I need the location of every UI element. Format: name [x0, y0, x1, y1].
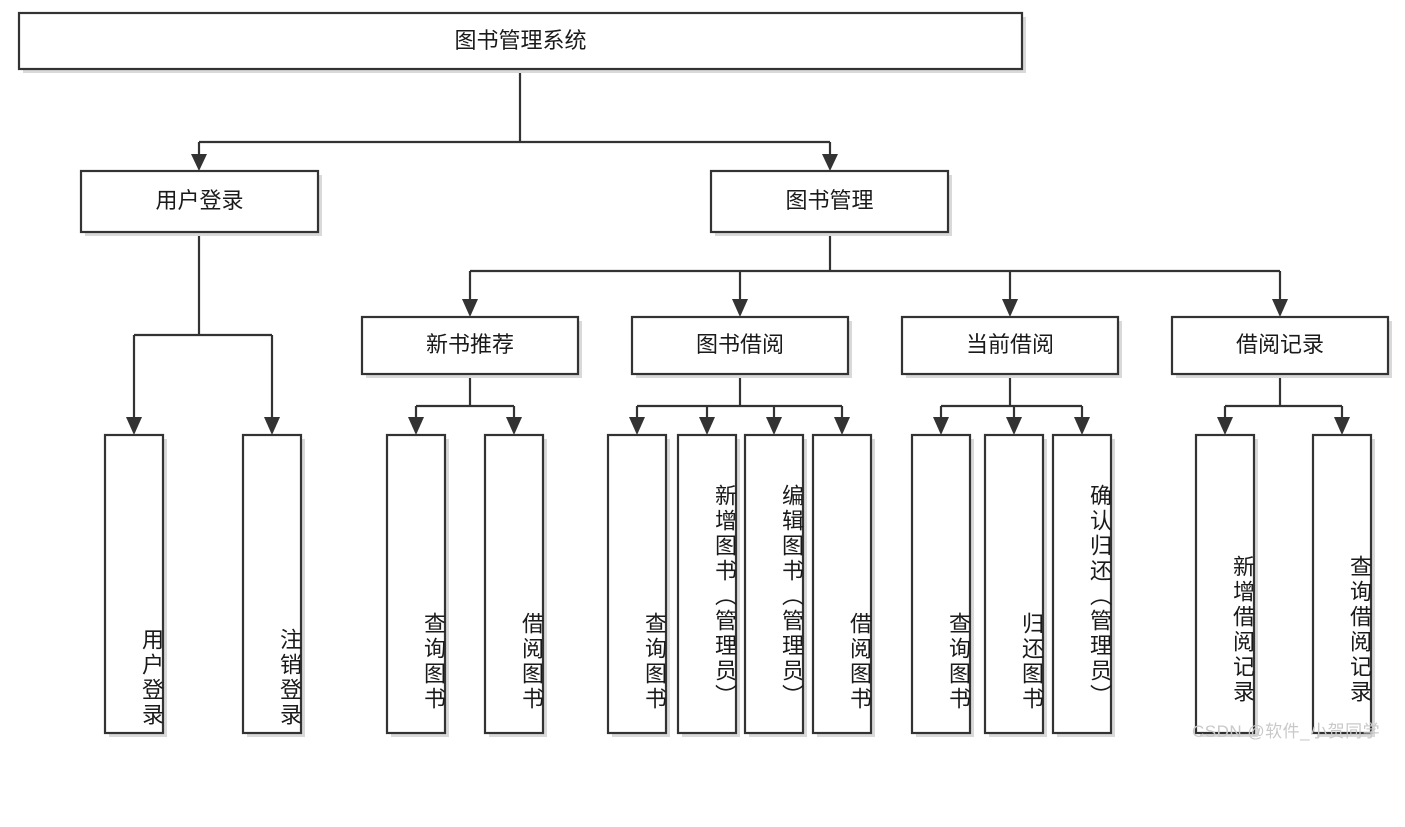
node-root-rect	[17, 11, 1024, 71]
leaf-query-book-rec-rect[interactable]	[385, 433, 447, 735]
connector-group-book-borrow	[629, 374, 850, 435]
node-root[interactable]: 图书管理系统	[17, 11, 1026, 73]
node-user-login-label: 用户登录	[155, 188, 243, 213]
arrow-head-leaf-add-book	[699, 417, 715, 435]
arrow-head-user-login	[191, 154, 207, 171]
arrow-head-book-borrow	[732, 299, 748, 317]
node-root-label: 图书管理系统	[454, 28, 586, 53]
node-borrow-record[interactable]: 借阅记录	[1170, 315, 1392, 378]
leaf-borrow-book-rec-rect[interactable]	[483, 433, 545, 735]
leaf-user-login-rect[interactable]	[103, 433, 165, 735]
node-new-book-rec-label: 新书推荐	[426, 332, 514, 357]
connector-group-user-login	[126, 232, 280, 435]
node-book-borrow[interactable]: 图书借阅	[630, 315, 852, 378]
leaf-return-book-rect[interactable]	[983, 433, 1045, 735]
node-book-manage-rect	[709, 169, 950, 234]
arrow-head-leaf-edit-book	[766, 417, 782, 435]
arrow-head-leaf-user-logout	[264, 417, 280, 435]
leaf-query-book-rect[interactable]	[606, 433, 668, 735]
leaf-add-book-rect[interactable]	[676, 433, 738, 735]
arrow-head-leaf-query-book-rec	[408, 417, 424, 435]
arrow-head-leaf-borrow-book-rec	[506, 417, 522, 435]
node-current-borrow[interactable]: 当前借阅	[900, 315, 1122, 378]
leaf-edit-book-rect[interactable]	[743, 433, 805, 735]
connector-group-current-borrow	[933, 374, 1090, 435]
leaf-user-logout-rect[interactable]	[241, 433, 303, 735]
node-current-borrow-label: 当前借阅	[966, 332, 1054, 357]
leaf-query-record-rect[interactable]	[1311, 433, 1373, 735]
leaf-add-record-rect[interactable]	[1194, 433, 1256, 735]
flowchart-svg: 图书管理系统 用户登录 图书管理 新书推荐 图书借阅 当前借阅	[17, 11, 1392, 737]
node-new-book-rec[interactable]: 新书推荐	[360, 315, 582, 378]
arrow-head-leaf-query-book	[629, 417, 645, 435]
node-current-borrow-rect	[900, 315, 1120, 376]
arrow-head-borrow-record	[1272, 299, 1288, 317]
flowchart-diagram: 图书管理系统 用户登录 图书管理 新书推荐 图书借阅 当前借阅	[17, 11, 1392, 741]
leaf-borrow-book-rect[interactable]	[811, 433, 873, 735]
arrow-head-leaf-add-record	[1217, 417, 1233, 435]
arrow-head-book-manage	[822, 154, 838, 171]
arrow-head-current-borrow	[1002, 299, 1018, 317]
connector-group-new-book-rec	[408, 374, 522, 435]
connector-group-borrow-record	[1217, 374, 1350, 435]
node-new-book-rec-rect	[360, 315, 580, 376]
connector-group-book-manage	[462, 232, 1288, 317]
node-book-manage-label: 图书管理	[785, 188, 873, 213]
connector-group-root	[191, 69, 838, 171]
node-borrow-record-label: 借阅记录	[1236, 332, 1324, 357]
arrow-head-leaf-user-login	[126, 417, 142, 435]
arrow-head-new-book-rec	[462, 299, 478, 317]
leaf-boxes	[103, 433, 1375, 737]
node-borrow-record-rect	[1170, 315, 1390, 376]
csdn-watermark: CSDN @软件_小贺同学	[1192, 722, 1381, 741]
node-user-login[interactable]: 用户登录	[79, 169, 322, 236]
leaf-confirm-return-rect[interactable]	[1051, 433, 1113, 735]
node-book-borrow-label: 图书借阅	[696, 332, 784, 357]
leaf-query-book-cur-rect[interactable]	[910, 433, 972, 735]
arrow-head-leaf-confirm-return	[1074, 417, 1090, 435]
arrow-head-leaf-return-book	[1006, 417, 1022, 435]
arrow-head-leaf-query-record	[1334, 417, 1350, 435]
node-book-borrow-rect	[630, 315, 850, 376]
arrow-head-leaf-borrow-book	[834, 417, 850, 435]
arrow-head-leaf-query-book-cur	[933, 417, 949, 435]
node-user-login-rect	[79, 169, 320, 234]
node-book-manage[interactable]: 图书管理	[709, 169, 952, 236]
